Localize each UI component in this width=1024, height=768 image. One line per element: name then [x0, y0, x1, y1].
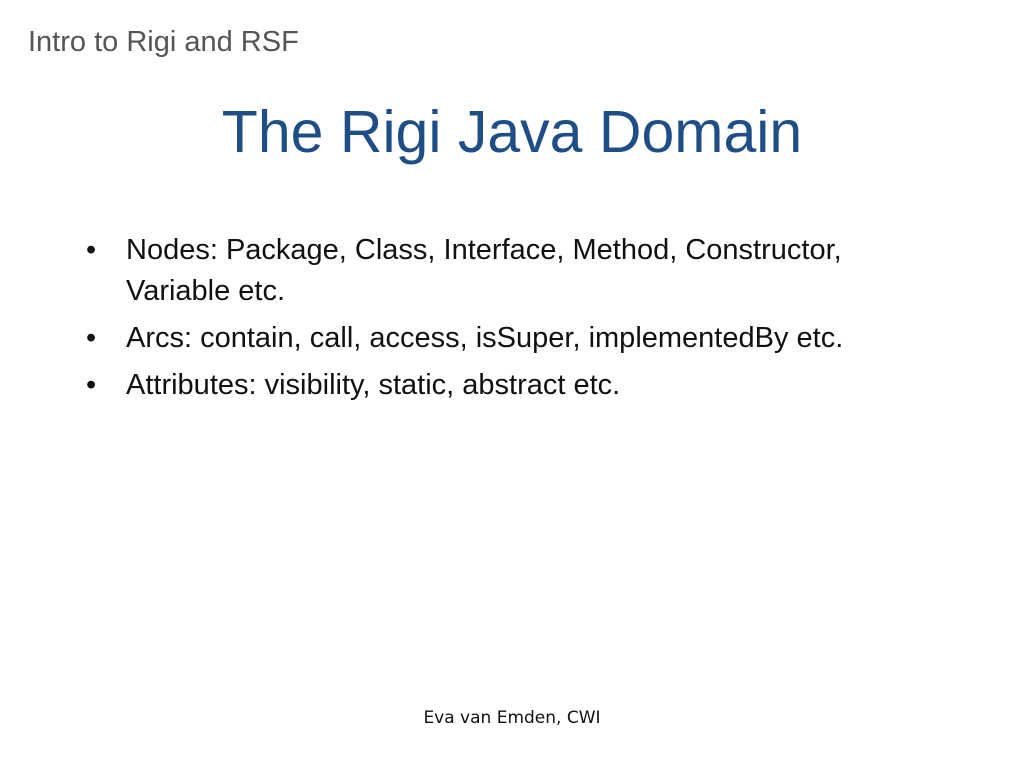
- bullet-text: Attributes: visibility, static, abstract…: [126, 369, 621, 401]
- bullet-text: Nodes: Package, Class, Interface, Method…: [126, 234, 842, 307]
- bullet-text: Arcs: contain, call, access, isSuper, im…: [126, 322, 844, 354]
- presentation-header: Intro to Rigi and RSF: [28, 26, 299, 58]
- bullet-marker: •: [86, 369, 97, 401]
- slide-footer: Eva van Emden, CWI: [423, 708, 601, 728]
- bullet-item: • Arcs: contain, call, access, isSuper, …: [86, 318, 926, 359]
- slide-title: The Rigi Java Domain: [221, 99, 803, 165]
- bullet-item: • Nodes: Package, Class, Interface, Meth…: [86, 230, 926, 312]
- bullet-marker: •: [86, 234, 97, 266]
- bullet-marker: •: [86, 322, 97, 354]
- bullet-list: • Nodes: Package, Class, Interface, Meth…: [86, 230, 926, 412]
- bullet-item: • Attributes: visibility, static, abstra…: [86, 365, 926, 406]
